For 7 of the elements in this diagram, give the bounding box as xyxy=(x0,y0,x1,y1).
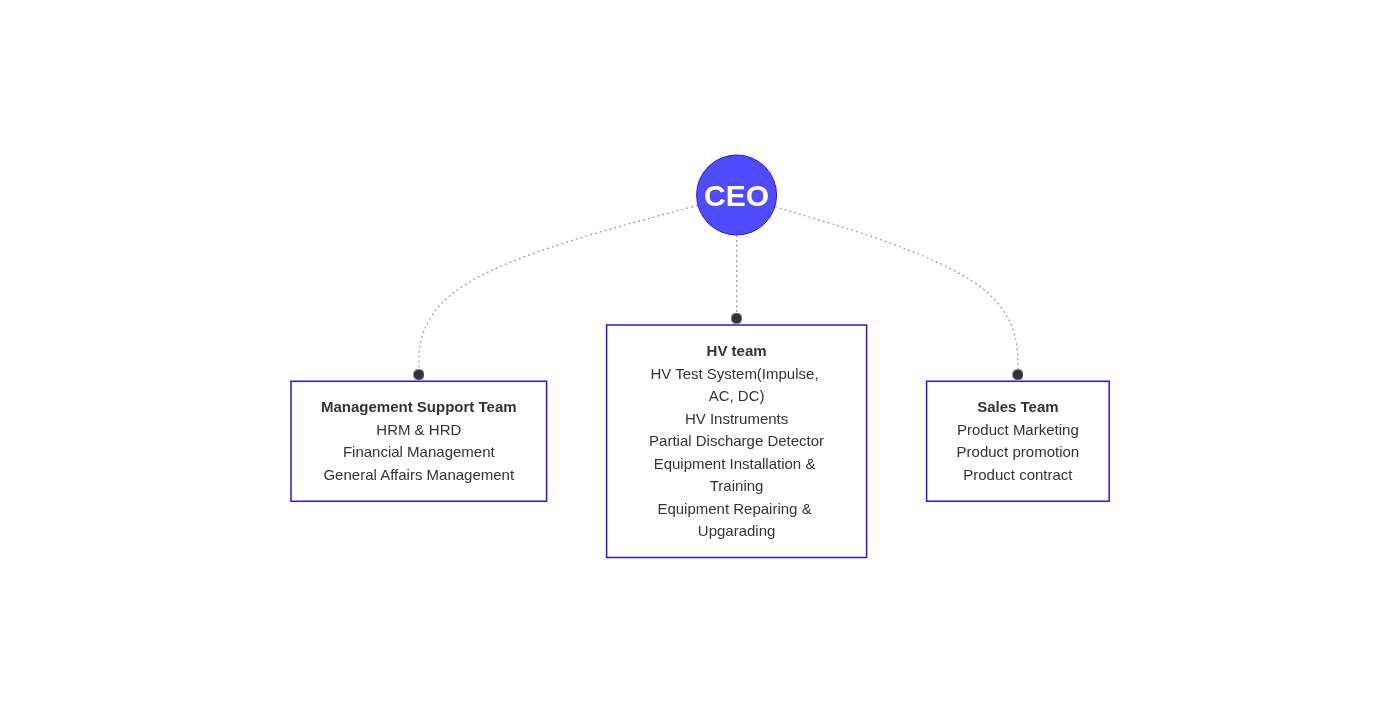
node-box: Sales Team Product Marketing Product promotion Product contract xyxy=(925,380,1110,502)
connector xyxy=(730,234,743,326)
node-circle: CEO xyxy=(696,154,777,236)
connector xyxy=(774,205,1024,382)
node-box: Management Support Team HRM & HRD Financial Management General Affairs Management xyxy=(290,380,548,502)
node-box: HV team HV Test System(Impulse, AC, DC) HV Instruments Partial Discharge Detector Equipment Installation & Training Equipment Repairing & Upgarading xyxy=(605,324,868,558)
connector xyxy=(412,204,699,382)
